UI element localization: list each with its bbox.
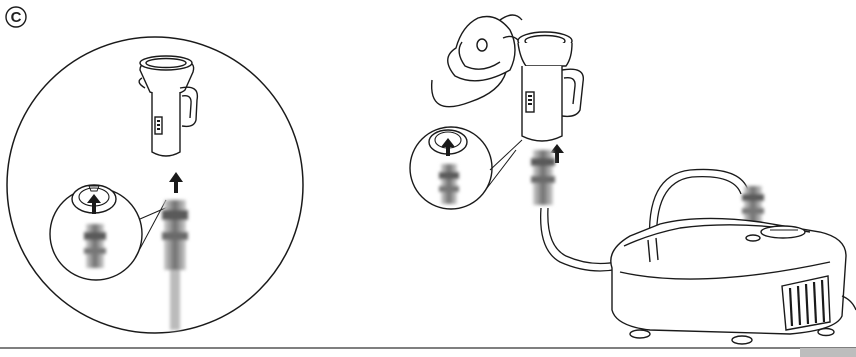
step-label-badge: C	[6, 7, 26, 27]
mask-icon	[432, 15, 522, 107]
magnified-view	[7, 37, 303, 333]
step-label: C	[11, 9, 22, 26]
compressor-icon	[611, 218, 856, 344]
detail-circle	[410, 127, 522, 209]
assembly-view	[410, 15, 856, 344]
page-tab-marker	[800, 348, 856, 357]
tube-connector	[84, 224, 106, 268]
tube-connector	[531, 150, 555, 205]
